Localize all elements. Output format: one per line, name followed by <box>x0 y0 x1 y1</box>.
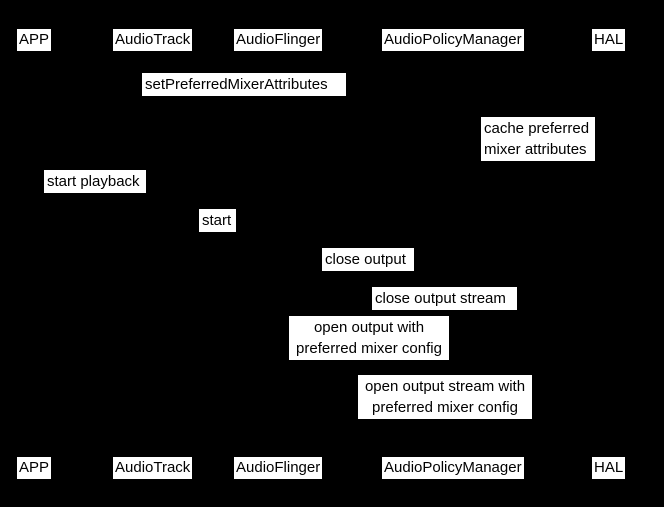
message-close-output: close output <box>322 248 414 271</box>
participant-footer-audioflinger: AudioFlinger <box>234 457 323 479</box>
participant-footer-app: APP <box>17 457 52 479</box>
participant-header-audioflinger: AudioFlinger <box>234 29 323 51</box>
participant-header-audiopolicymanager: AudioPolicyManager <box>382 29 524 51</box>
message-set-preferred-mixer-attributes: setPreferredMixerAttributes <box>142 73 346 96</box>
participant-header-hal: HAL <box>592 29 626 51</box>
message-close-output-stream: close output stream <box>372 287 517 310</box>
message-open-output-with-preferred-mixer-config: open output with preferred mixer config <box>289 316 449 360</box>
message-open-output-stream-with-preferred-mixer-config: open output stream with preferred mixer … <box>358 375 532 419</box>
participant-header-audiotrack: AudioTrack <box>113 29 193 51</box>
message-cache-preferred-mixer-attributes: cache preferred mixer attributes <box>481 117 595 161</box>
message-start: start <box>199 209 236 232</box>
participant-header-app: APP <box>17 29 52 51</box>
participant-footer-audiotrack: AudioTrack <box>113 457 193 479</box>
message-start-playback: start playback <box>44 170 146 193</box>
participant-footer-hal: HAL <box>592 457 626 479</box>
participant-footer-audiopolicymanager: AudioPolicyManager <box>382 457 524 479</box>
